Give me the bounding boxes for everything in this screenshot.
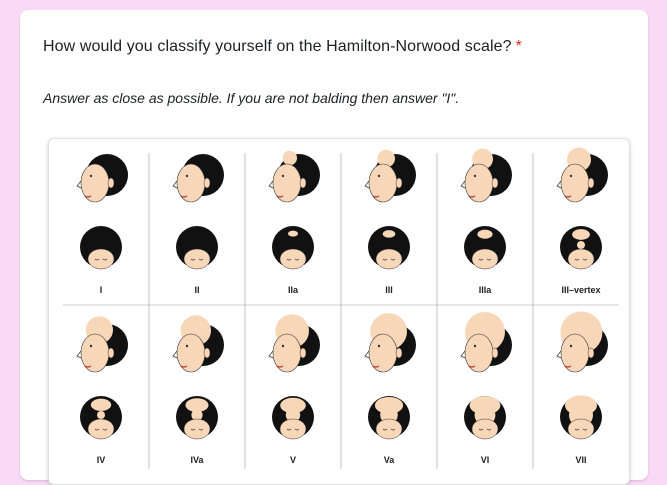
head-top-view-icon: [368, 226, 410, 270]
required-asterisk: *: [515, 38, 522, 55]
scale-stage-label: IVa: [190, 455, 204, 465]
head-profile-icon: [460, 148, 512, 203]
head-profile-icon: [76, 316, 128, 373]
head-profile-icon: [364, 149, 416, 203]
head-profile-icon: [172, 154, 224, 203]
scale-stage-label: II: [194, 285, 199, 295]
head-top-view-icon: [80, 396, 122, 440]
head-top-view-icon: [176, 226, 218, 270]
question-text: How would you classify yourself on the H…: [43, 38, 512, 55]
head-profile-icon: [76, 154, 128, 203]
head-top-view-icon: [464, 396, 506, 440]
head-top-view-icon: [560, 226, 602, 270]
head-profile-icon: [556, 311, 608, 373]
head-top-view-icon: [80, 226, 122, 270]
question-card: How would you classify yourself on the H…: [20, 10, 648, 485]
head-top-view-icon: [368, 396, 410, 440]
head-profile-icon: [268, 150, 320, 203]
head-top-view-icon: [272, 226, 314, 270]
head-profile-icon: [172, 315, 224, 373]
question-hint: Answer as close as possible. If you are …: [43, 90, 460, 106]
head-top-view-icon: [464, 226, 506, 270]
scale-stage-label: III: [385, 285, 393, 295]
scale-stage-label: IIa: [288, 285, 299, 295]
scale-stage-label: IV: [97, 455, 106, 465]
scale-stage-label: I: [100, 285, 103, 295]
head-profile-icon: [268, 314, 320, 373]
scale-stage-label: IIIa: [479, 285, 493, 295]
head-top-view-icon: [176, 396, 218, 440]
scale-stage-label: VI: [481, 455, 490, 465]
head-top-view-icon: [272, 396, 314, 440]
scale-stage-label: V: [290, 455, 296, 465]
head-profile-icon: [460, 312, 512, 373]
scale-stage-label: VII: [575, 455, 586, 465]
scale-stage-label: Va: [384, 455, 396, 465]
head-profile-icon: [556, 147, 608, 203]
scale-stage-label: III–vertex: [561, 285, 600, 295]
head-top-view-icon: [560, 395, 602, 440]
head-profile-icon: [364, 313, 416, 373]
question-title: How would you classify yourself on the H…: [43, 38, 522, 56]
